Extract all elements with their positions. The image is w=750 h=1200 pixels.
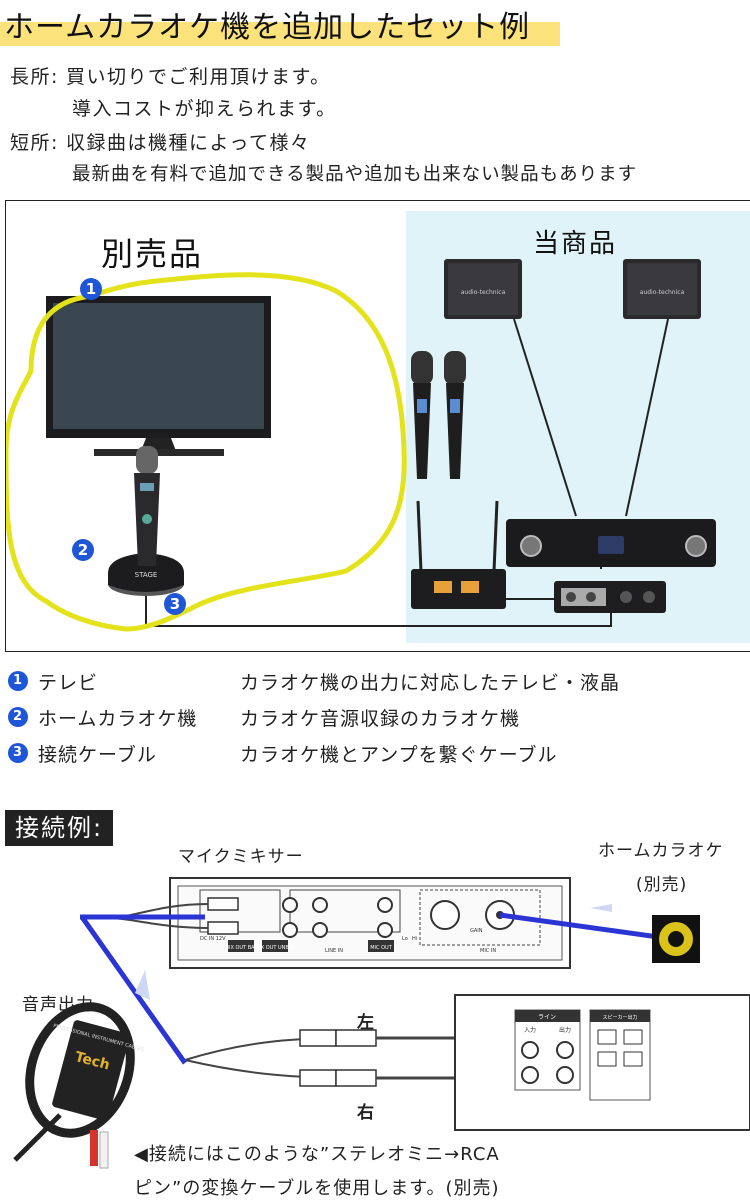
rca-plugs-mixer (207, 897, 239, 935)
wireless-receiver (411, 500, 506, 609)
diagram-illustration: audio-technica audio-technica (6, 259, 716, 632)
mixer-label: マイクミキサー (178, 847, 304, 867)
title-highlight (0, 22, 560, 46)
legend-name-3: 接続ケーブル (38, 744, 157, 766)
mixer-hi-label: Hi (412, 936, 417, 942)
mixer-lo-label: Lo (402, 936, 408, 942)
mixer-dc-label: DC IN 12V (200, 936, 226, 942)
badge-3-diagram: 3 (164, 593, 186, 615)
our-product-label: 当商品 (533, 229, 618, 259)
pros-line-1: 買い切りでご利用頂けます。 (66, 66, 331, 88)
title-band: ホームカラオケ機を追加したセット例 (0, 0, 750, 50)
speaker-wire-left (513, 318, 577, 517)
direction-arrow-jack (590, 904, 612, 912)
legend-name-1: テレビ (38, 672, 99, 694)
direction-arrow-down (135, 970, 150, 1000)
karaoke-jack (652, 915, 700, 963)
pros-line-2: 導入コストが抑えられます。 (72, 98, 337, 120)
blue-cable (79, 912, 681, 1065)
mic-mixer (554, 581, 666, 613)
badge-2-diagram: 2 (72, 539, 94, 561)
mixer-gain-label: GAIN (470, 928, 483, 934)
karaoke-brand: STAGE (135, 571, 158, 579)
left-channel-label: 左 (357, 1013, 375, 1033)
connection-heading: 接続例: (5, 810, 114, 846)
legend-name-2: ホームカラオケ機 (38, 708, 198, 730)
cable-note-line-1: ◀接続にはこのような”ステレオミニ→RCA (134, 1144, 500, 1165)
karaoke-sub-label: (別売) (636, 875, 688, 895)
mixer-mic-label: MIC IN (480, 948, 496, 954)
cable-note-line-2: ピン”の変換ケーブルを使用します。(別売) (134, 1178, 500, 1199)
diagram-panel: 別売品 当商品 audio-technica audio-technica (5, 200, 750, 652)
cons-label: 短所: (10, 132, 59, 154)
page-title: ホームカラオケ機を追加したセット例 (4, 10, 531, 45)
legend-desc-2: カラオケ音源収録のカラオケ機 (240, 708, 521, 730)
mixer-tag-3: MIC OUT (370, 945, 392, 951)
legend-desc-1: カラオケ機の出力に対応したテレビ・液晶 (240, 672, 621, 694)
legend-badge-1: 1 (8, 671, 28, 691)
legend-desc-3: カラオケ機とアンプを繋ぐケーブル (240, 744, 558, 766)
mixer-tag-2: MIX OUT UNBAL (255, 945, 295, 951)
cons-line-2: 最新曲を有料で追加できる製品や追加も出来ない製品もあります (72, 164, 638, 185)
speaker-wire-right (625, 318, 669, 517)
amp-line-tag: ライン (538, 1014, 556, 1021)
badge-1-diagram: 1 (80, 278, 102, 300)
legend-badge-3: 3 (8, 743, 28, 763)
speaker-left-brand: audio-technica (461, 289, 506, 296)
amp-output-tag: 出力 (559, 1026, 571, 1034)
legend-badge-2: 2 (8, 707, 28, 727)
karaoke-cable-wire (145, 593, 612, 627)
wireless-mic-1 (411, 351, 433, 479)
cons-line-1: 収録曲は機種によって様々 (66, 132, 311, 154)
mixer-line-label: LINE IN (325, 948, 343, 954)
mixer-tag-1: MIX OUT BAL (225, 945, 258, 951)
connection-illustration: MIX OUT BAL MIX OUT UNBAL MIC OUT DC IN … (13, 877, 750, 1169)
speaker-left: audio-technica (444, 259, 522, 319)
wireless-mic-2 (444, 351, 466, 479)
mixer-back-panel: MIX OUT BAL MIX OUT UNBAL MIC OUT DC IN … (169, 877, 571, 969)
separate-items-ring (6, 272, 407, 632)
rca-plugs-amp (299, 1029, 500, 1087)
separate-items-label: 別売品 (101, 235, 204, 273)
speaker-right: audio-technica (623, 259, 701, 319)
amplifier (506, 519, 716, 567)
right-channel-label: 右 (357, 1103, 375, 1123)
pros-label: 長所: (10, 66, 59, 88)
karaoke-label: ホームカラオケ (598, 841, 724, 861)
amp-input-tag: 入力 (524, 1026, 536, 1034)
cable-product-image: Tech PROFESSIONAL INSTRUMENT CABLES (13, 1002, 145, 1169)
home-karaoke-device: STAGE (108, 446, 184, 596)
amp-speaker-tag: スピーカー出力 (602, 1014, 637, 1021)
speaker-right-brand: audio-technica (640, 289, 685, 296)
amp-back-panel: ライン 入力 出力 スピーカー出力 (454, 994, 750, 1131)
television (46, 296, 271, 456)
